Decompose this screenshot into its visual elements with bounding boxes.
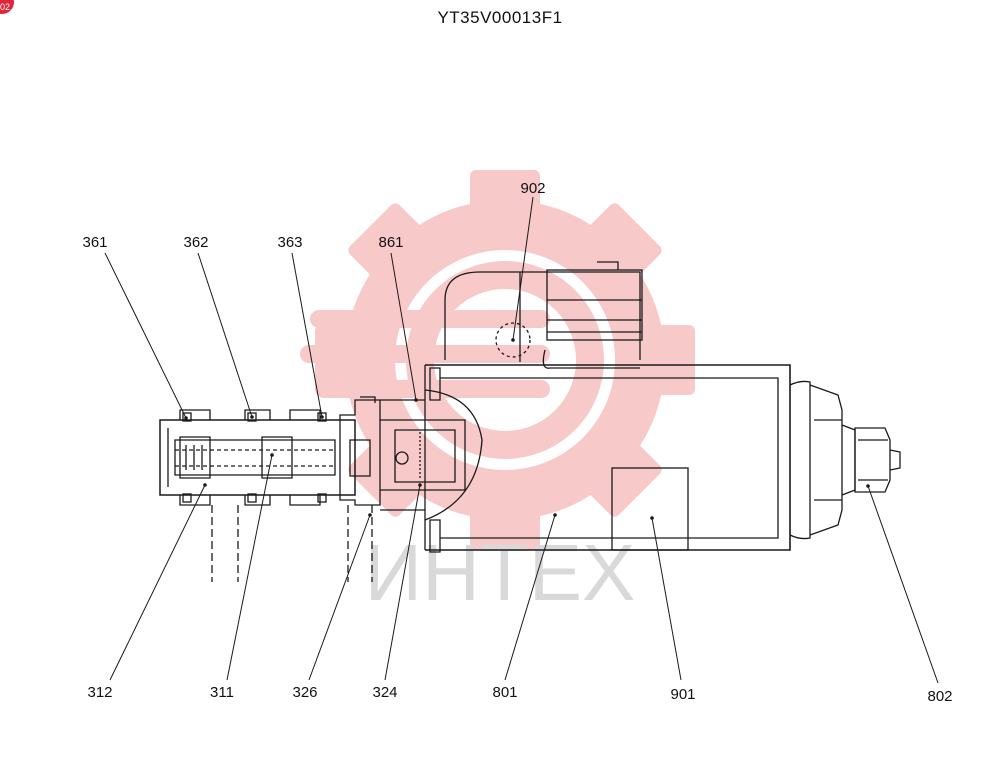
callout-361: 361 (82, 234, 107, 251)
callout-801: 801 (492, 684, 517, 701)
watermark-text: ИНТЕХ (365, 528, 636, 617)
watermark-gear-logo (300, 170, 695, 550)
callout-861: 861 (378, 234, 403, 251)
callout-902: 902 (520, 180, 545, 197)
callout-901: 901 (670, 686, 695, 703)
leader-lines (104, 196, 939, 684)
callout-324: 324 (372, 684, 397, 701)
callout-labels: 361 362 363 861 902 312 311 326 324 801 … (82, 180, 952, 705)
leader-dots (184, 338, 870, 520)
callout-312: 312 (87, 684, 112, 701)
callout-311: 311 (210, 684, 234, 701)
callout-363: 363 (277, 234, 302, 251)
callout-362: 362 (183, 234, 208, 251)
callout-326: 326 (292, 684, 317, 701)
diagram-title: YT35V00013F1 (437, 8, 563, 27)
valve-geometry (159, 261, 901, 582)
callout-802: 802 (927, 688, 952, 705)
